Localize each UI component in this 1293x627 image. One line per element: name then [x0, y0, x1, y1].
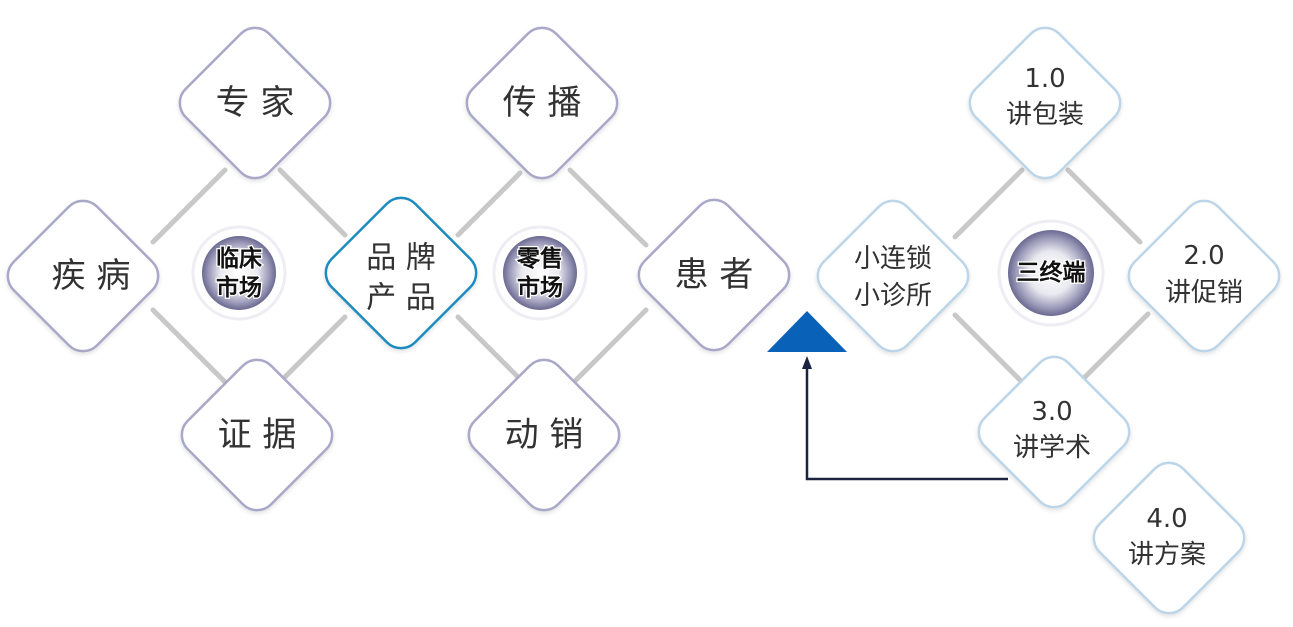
connector-lines [150, 167, 1151, 385]
node-v4-num: 4.0 [1146, 504, 1187, 534]
node-v4-label: 讲方案 [1128, 540, 1206, 570]
node-v4: 4.0 讲方案 [1092, 461, 1246, 615]
hub-clinical-line1: 临床 [216, 245, 262, 272]
node-v3: 3.0 讲学术 [977, 355, 1131, 509]
node-v2: 2.0 讲促销 [1127, 199, 1281, 353]
connector-small-v3 [952, 312, 1025, 385]
node-patient-label: 患 者 [675, 255, 754, 295]
connector-evidence-brand [277, 314, 348, 385]
hub-clinical: 临床 市场 [191, 225, 287, 321]
node-v1: 1.0 讲包装 [968, 26, 1122, 180]
hub-clinical-line2: 市场 [216, 274, 262, 301]
node-sales-label: 动 销 [505, 415, 584, 455]
node-sales: 动 销 [467, 358, 621, 512]
node-expert: 专 家 [178, 26, 332, 180]
node-brand-product: 品 牌 产 品 [324, 196, 478, 350]
connector-v3-v2 [1077, 311, 1151, 385]
connector-brand-sales [455, 314, 523, 382]
node-v1-num: 1.0 [1024, 64, 1065, 94]
node-evidence: 证 据 [180, 358, 334, 512]
hub-retail-line2: 市场 [517, 274, 563, 301]
hub-terminal-label: 三终端 [1017, 259, 1086, 286]
connector-expert-brand [277, 167, 348, 238]
node-small-chain-clinic: 小连锁 小诊所 [816, 199, 970, 353]
node-brand-line1: 品 牌 [366, 241, 436, 276]
connector-v1-v2 [1065, 167, 1143, 245]
node-v1-label: 讲包装 [1006, 100, 1084, 130]
connector-brand-spread [455, 170, 523, 238]
node-expert-label: 专 家 [216, 83, 295, 123]
node-spread-label: 传 播 [503, 83, 582, 123]
node-v2-num: 2.0 [1183, 241, 1224, 271]
connector-spread-patient [567, 167, 649, 248]
arrow-head-icon [802, 356, 812, 369]
triangle-marker [767, 311, 847, 352]
connector-expert-disease [150, 167, 228, 245]
node-small-line1: 小连锁 [854, 244, 932, 274]
node-v2-label: 讲促销 [1165, 278, 1243, 308]
hub-retail-line1: 零售 [516, 245, 563, 272]
node-evidence-label: 证 据 [218, 415, 297, 455]
node-disease: 疾 病 [6, 199, 160, 353]
node-small-line2: 小诊所 [854, 281, 932, 311]
connector-small-v1 [952, 167, 1025, 240]
connector-sales-patient [571, 307, 649, 385]
node-brand-line2: 产 品 [366, 281, 436, 316]
node-v3-label: 讲学术 [1013, 433, 1091, 463]
return-arrow [802, 356, 1008, 481]
node-patient: 患 者 [637, 198, 791, 352]
hub-retail: 零售 市场 [492, 225, 588, 321]
node-v3-num: 3.0 [1031, 397, 1072, 427]
node-disease-label: 疾 病 [52, 256, 131, 296]
node-spread: 传 播 [465, 26, 619, 180]
connector-disease-evidence [150, 307, 228, 385]
hub-terminal: 三终端 [997, 219, 1105, 327]
